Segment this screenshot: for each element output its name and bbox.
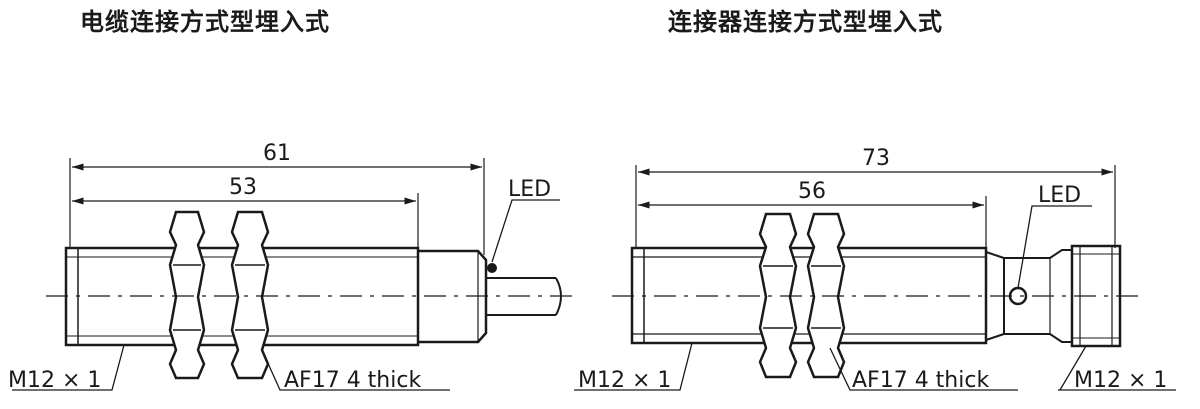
hex-nut bbox=[758, 212, 798, 379]
right-drawing: 73 56 bbox=[574, 146, 1176, 393]
connector-thread-leader bbox=[1059, 345, 1087, 391]
hex-nut bbox=[168, 210, 206, 380]
thread-leader bbox=[574, 342, 693, 391]
left-drawing: 61 53 bbox=[8, 141, 580, 393]
dimension-total: 73 bbox=[638, 146, 1113, 176]
dimension-thread: 56 bbox=[638, 179, 984, 209]
hex-nut bbox=[230, 210, 270, 380]
thread-label: M12 × 1 bbox=[8, 368, 101, 393]
led-indicator bbox=[487, 263, 497, 273]
thread-label: M12 × 1 bbox=[578, 368, 671, 393]
dimension-total-value: 73 bbox=[862, 146, 890, 171]
dimension-thread: 53 bbox=[72, 175, 416, 205]
title-cable-embedded: 电缆连接方式型埋入式 bbox=[80, 8, 330, 36]
dimension-total: 61 bbox=[72, 141, 482, 171]
title-connector-embedded: 连接器连接方式型埋入式 bbox=[668, 8, 943, 36]
nut-label: AF17 4 thick bbox=[852, 368, 989, 393]
thread-leader bbox=[12, 344, 125, 391]
led-leader bbox=[491, 199, 560, 263]
nut-leader bbox=[829, 347, 1018, 391]
nut-label: AF17 4 thick bbox=[284, 368, 421, 393]
led-leader bbox=[1017, 205, 1092, 289]
dimension-total-value: 61 bbox=[263, 141, 291, 166]
led-label: LED bbox=[1038, 183, 1081, 208]
dimension-thread-value: 56 bbox=[798, 179, 826, 204]
connector-thread-label: M12 × 1 bbox=[1074, 368, 1167, 393]
nut-leader bbox=[261, 349, 450, 391]
led-label: LED bbox=[508, 177, 551, 202]
dimension-thread-value: 53 bbox=[229, 175, 257, 200]
